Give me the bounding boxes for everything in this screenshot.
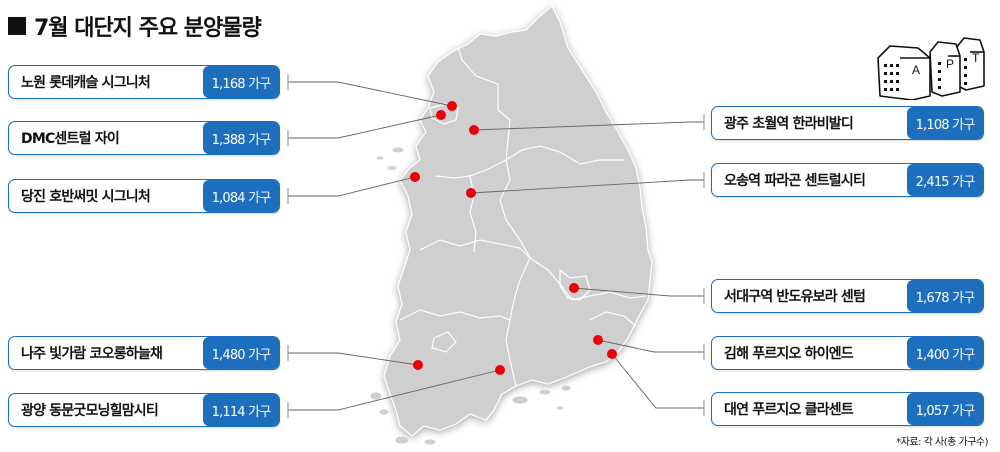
pin-gwangyang[interactable]: [495, 365, 505, 375]
pin-daeyeon[interactable]: [607, 349, 617, 359]
project-name: 서대구역 반도유보라 센텀: [724, 289, 866, 305]
project-card-dmc[interactable]: DMC센트럴 자이 1,388 가구: [8, 121, 280, 155]
unit-count-badge: 1,400 가구: [907, 337, 983, 369]
pin-gimhae[interactable]: [593, 335, 603, 345]
unit-count-badge: 1,057 가구: [907, 393, 983, 425]
project-card-dangjin[interactable]: 당진 호반써밋 시그니처 1,084 가구: [8, 179, 280, 213]
project-name: DMC센트럴 자이: [21, 131, 120, 147]
project-card-osong[interactable]: 오송역 파라곤 센트럴시티 2,415 가구: [711, 163, 984, 197]
svg-text:T: T: [972, 51, 980, 65]
unit-count-badge: 1,114 가구: [203, 394, 279, 426]
unit-count-badge: 2,415 가구: [907, 164, 983, 196]
project-card-gimhae[interactable]: 김해 푸르지오 하이엔드 1,400 가구: [711, 336, 984, 370]
project-card-nowon[interactable]: 노원 롯데캐슬 시그니처 1,168 가구: [8, 65, 280, 99]
pin-gwangju-gyeonggi[interactable]: [469, 125, 479, 135]
pin-dangjin[interactable]: [410, 172, 420, 182]
location-pins: [410, 101, 617, 375]
project-name: 노원 롯데캐슬 시그니처: [21, 75, 151, 91]
project-card-naju[interactable]: 나주 빛가람 코오롱하늘채 1,480 가구: [8, 336, 280, 370]
project-name: 당진 호반써밋 시그니처: [21, 189, 151, 205]
project-card-gwangju[interactable]: 광주 초월역 한라비발디 1,108 가구: [711, 106, 984, 140]
project-name: 오송역 파라곤 센트럴시티: [724, 173, 866, 189]
project-name: 광양 동문굿모닝힐맘시티: [21, 403, 159, 419]
pin-osong[interactable]: [466, 188, 476, 198]
unit-count-badge: 1,168 가구: [203, 66, 279, 98]
title-square-icon: [8, 17, 26, 35]
project-name: 김해 푸르지오 하이엔드: [724, 346, 854, 362]
project-card-daeyeon[interactable]: 대연 푸르지오 클라센트 1,057 가구: [711, 392, 984, 426]
leader-lines: [288, 81, 704, 411]
korea-mainland-shape: [383, 5, 653, 437]
svg-text:P: P: [946, 57, 954, 71]
apartment-buildings-icon: A P T: [877, 37, 985, 100]
project-name: 나주 빛가람 코오롱하늘채: [21, 346, 163, 362]
pin-naju[interactable]: [413, 360, 423, 370]
project-card-seodaegu[interactable]: 서대구역 반도유보라 센텀 1,678 가구: [711, 279, 984, 313]
unit-count-badge: 1,084 가구: [203, 180, 279, 212]
project-name: 대연 푸르지오 클라센트: [724, 402, 854, 418]
unit-count-badge: 1,480 가구: [203, 337, 279, 369]
svg-text:A: A: [912, 63, 920, 77]
source-note: *자료: 각 사(총 가구수): [896, 437, 988, 448]
page-title: 7월 대단지 주요 분양물량: [8, 10, 262, 42]
unit-count-badge: 1,388 가구: [203, 122, 279, 154]
pin-dmc[interactable]: [436, 110, 446, 120]
unit-count-badge: 1,678 가구: [907, 280, 983, 312]
unit-count-badge: 1,108 가구: [907, 107, 983, 139]
pin-seodaegu[interactable]: [569, 283, 579, 293]
leader-ticks: [287, 74, 705, 418]
title-text: 7월 대단지 주요 분양물량: [34, 16, 262, 41]
coastal-islands: [369, 146, 572, 446]
project-name: 광주 초월역 한라비발디: [724, 116, 854, 132]
project-card-gwangyang[interactable]: 광양 동문굿모닝힐맘시티 1,114 가구: [8, 393, 280, 427]
pin-nowon[interactable]: [447, 101, 457, 111]
